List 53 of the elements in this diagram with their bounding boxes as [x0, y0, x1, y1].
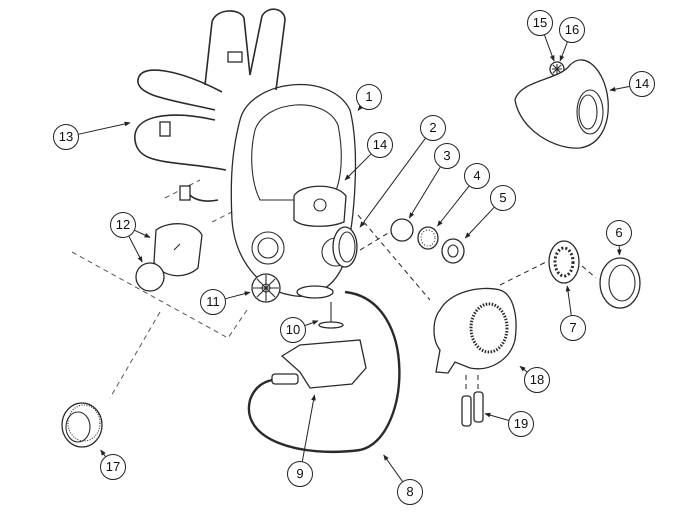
callout-number: 3 [434, 143, 460, 169]
leader-line [484, 412, 509, 421]
callout-number: 17 [100, 454, 126, 480]
leader-line [464, 206, 495, 238]
leader-line [566, 285, 572, 316]
callout-number: 16 [559, 17, 585, 43]
outlet-ring-drawing [330, 225, 360, 270]
callout-number: 4 [464, 163, 490, 189]
leader-line [134, 230, 151, 238]
leader-line [302, 394, 316, 462]
callout-number: 1 [356, 84, 382, 110]
adapter-drawing [60, 400, 105, 450]
gasket-drawing [440, 238, 466, 264]
callout-number: 18 [524, 367, 550, 393]
assembly-line [582, 265, 596, 278]
leader-line [616, 246, 622, 256]
leader-line [358, 104, 364, 111]
callout-number: 6 [606, 220, 632, 246]
grille-drawing [546, 238, 582, 286]
ring-drawing [390, 218, 414, 242]
callout-number: 7 [560, 315, 586, 341]
leader-line [78, 122, 131, 135]
o-ring-drawing [135, 262, 165, 292]
leader-line [128, 236, 143, 263]
valve-drawing [250, 272, 282, 304]
callout-number: 15 [527, 10, 553, 36]
callout-number: 14 [629, 71, 655, 97]
assembly-line [358, 214, 430, 301]
callout-number: 14 [367, 132, 393, 158]
assembly-line [500, 262, 546, 286]
callout-number: 5 [490, 185, 516, 211]
leader-line [520, 366, 528, 372]
leader-line [436, 186, 470, 226]
leader-line [383, 454, 403, 482]
leader-line [560, 42, 568, 62]
assembly-line [477, 374, 478, 390]
callout-number: 13 [53, 124, 79, 150]
callout-number: 12 [110, 212, 136, 238]
leader-line [344, 154, 372, 180]
callout-number: 11 [200, 289, 226, 315]
leader-line [304, 320, 319, 326]
filter-disc-drawing [416, 226, 440, 250]
leader-line [544, 34, 555, 62]
assembly-line [360, 232, 390, 251]
leader-line [360, 138, 426, 228]
leader-line [609, 86, 630, 92]
callout-number: 2 [420, 115, 446, 141]
callout-number: 8 [397, 479, 423, 505]
callout-number: 9 [287, 461, 313, 487]
callout-number: 19 [508, 411, 534, 437]
leader-line [100, 450, 106, 457]
leader-line [408, 166, 441, 219]
leader-line [225, 291, 251, 300]
